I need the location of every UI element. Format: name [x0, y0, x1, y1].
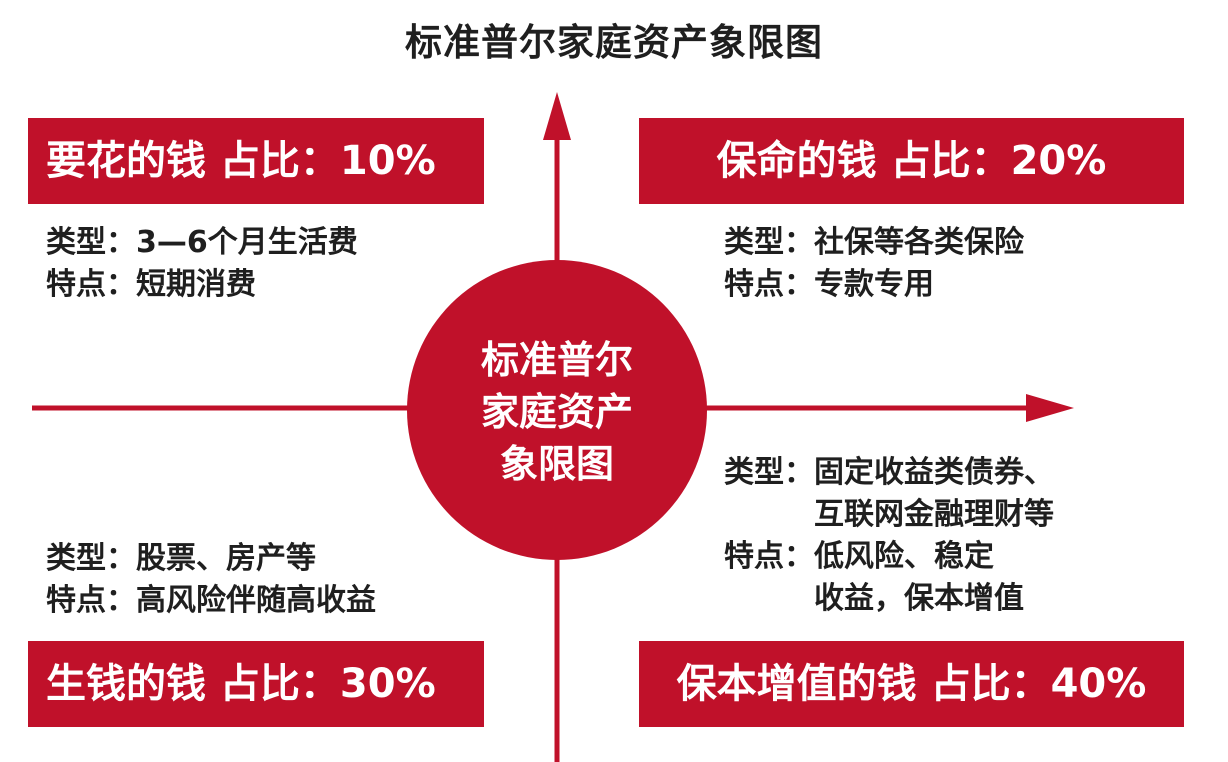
feature-value: 专款专用 — [814, 264, 934, 306]
diagram-title: 标准普尔家庭资产象限图 — [405, 21, 823, 64]
center-label-line: 象限图 — [499, 442, 614, 486]
feature-label: 特点： — [724, 539, 814, 574]
type-label: 类型： — [46, 225, 136, 260]
type-value: 股票、房产等 — [136, 538, 316, 580]
type-value-line: 固定收益类债券、 — [814, 455, 1054, 490]
feature-row: 特点： 专款专用 — [724, 264, 1024, 306]
type-label: 类型： — [724, 225, 814, 260]
type-label: 类型： — [724, 455, 814, 490]
insurance-money-info: 类型： 社保等各类保险 特点： 专款专用 — [724, 222, 1024, 306]
feature-row: 特点： 低风险、稳定 收益，保本增值 — [724, 536, 1054, 620]
type-row: 类型： 社保等各类保险 — [724, 222, 1024, 264]
type-row: 类型： 固定收益类债券、 互联网金融理财等 — [724, 452, 1054, 536]
type-label: 类型： — [46, 541, 136, 576]
type-value-line: 社保等各类保险 — [814, 225, 1024, 260]
feature-label: 特点： — [46, 267, 136, 302]
type-value-line: 股票、房产等 — [136, 541, 316, 576]
spending-money-banner: 要花的钱 占比：10% — [28, 118, 484, 204]
feature-value-line: 短期消费 — [136, 267, 256, 302]
spending-money-info: 类型： 3—6个月生活费 特点： 短期消费 — [46, 222, 358, 306]
feature-value-line: 收益，保本增值 — [814, 581, 1024, 616]
horizontal-axis-arrow — [1026, 394, 1074, 422]
feature-value-line: 高风险伴随高收益 — [136, 583, 376, 618]
feature-row: 特点： 短期消费 — [46, 264, 358, 306]
type-value-line: 互联网金融理财等 — [814, 497, 1054, 532]
feature-value-line: 专款专用 — [814, 267, 934, 302]
feature-row: 特点： 高风险伴随高收益 — [46, 580, 376, 622]
feature-value: 高风险伴随高收益 — [136, 580, 376, 622]
investment-money-info: 类型： 股票、房产等 特点： 高风险伴随高收益 — [46, 538, 376, 622]
type-value: 固定收益类债券、 互联网金融理财等 — [814, 452, 1054, 536]
feature-label: 特点： — [46, 583, 136, 618]
type-value: 3—6个月生活费 — [136, 222, 358, 264]
vertical-axis-arrow — [543, 92, 571, 140]
preservation-money-banner: 保本增值的钱 占比：40% — [639, 641, 1184, 727]
center-label-line: 标准普尔 — [480, 338, 633, 382]
insurance-money-banner: 保命的钱 占比：20% — [639, 118, 1184, 204]
feature-value: 短期消费 — [136, 264, 256, 306]
feature-value: 低风险、稳定 收益，保本增值 — [814, 536, 1024, 620]
preservation-money-info: 类型： 固定收益类债券、 互联网金融理财等 特点： 低风险、稳定 收益，保本增值 — [724, 452, 1054, 620]
feature-value-line: 低风险、稳定 — [814, 539, 994, 574]
center-label: 标准普尔 家庭资产 象限图 — [457, 334, 657, 490]
center-circle: 标准普尔 家庭资产 象限图 — [407, 260, 707, 560]
type-row: 类型： 股票、房产等 — [46, 538, 376, 580]
type-value: 社保等各类保险 — [814, 222, 1024, 264]
type-row: 类型： 3—6个月生活费 — [46, 222, 358, 264]
type-value-line: 3—6个月生活费 — [136, 225, 358, 260]
investment-money-banner: 生钱的钱 占比：30% — [28, 641, 484, 727]
feature-label: 特点： — [724, 267, 814, 302]
center-label-line: 家庭资产 — [480, 390, 633, 434]
